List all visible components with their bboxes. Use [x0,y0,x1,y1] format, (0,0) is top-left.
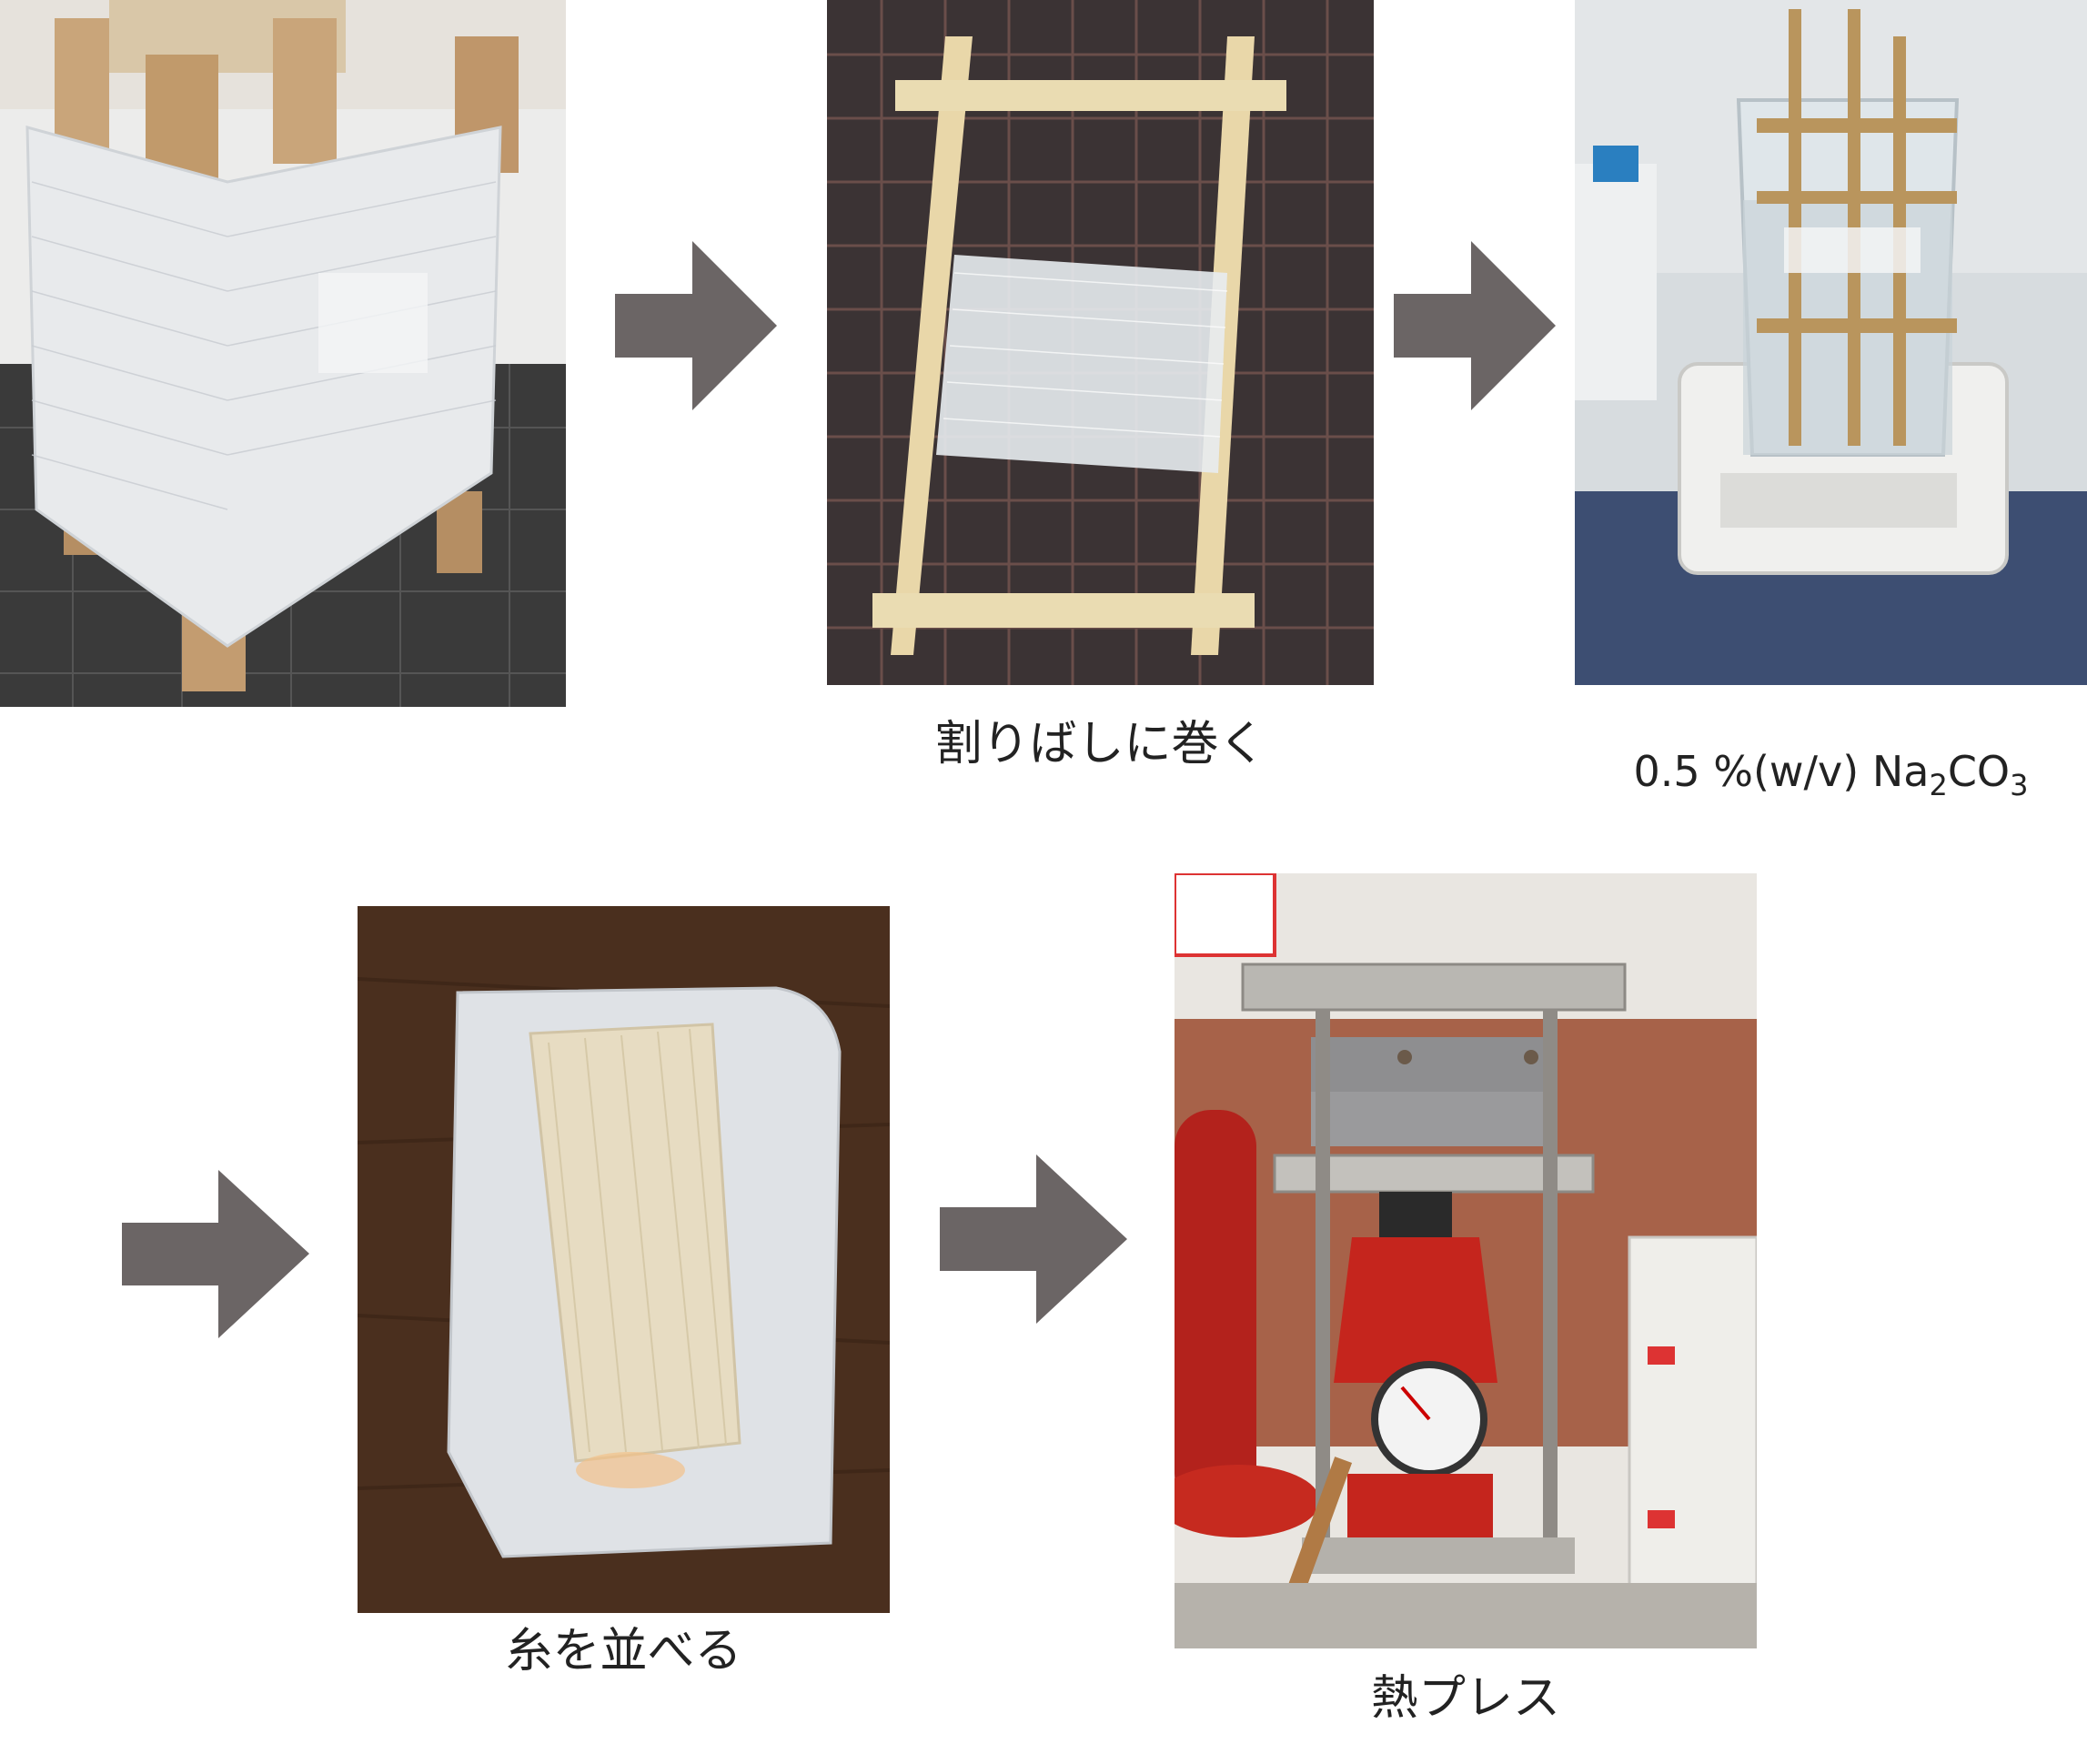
caption-chem-sub2: 3 [2010,768,2029,802]
caption-wind-on-chopsticks: 割りばしに巻く [934,717,1266,771]
photo-heat-press [1175,873,1757,1648]
arrow-right-4 [940,1154,1127,1324]
caption-chem-mid: CO [1947,747,2011,796]
arrow-right-1 [615,241,777,410]
caption-chem-sub1: 2 [1929,768,1948,802]
caption-chem-main: 0.5 %(w/v) Na [1633,747,1930,796]
arrow-right-2 [1394,241,1556,410]
photo-wound-silk-frame [0,0,566,707]
photo-beaker-degumming [1575,0,2087,685]
photo-aligned-threads [358,906,890,1613]
caption-heat-press: 熱プレス [1370,1671,1560,1726]
caption-sodium-carbonate-solution: 0.5 %(w/v) Na2CO3 [1575,744,2087,812]
arrow-right-3 [122,1170,309,1338]
photo-silk-on-chopsticks [827,0,1374,685]
caption-arrange-threads: 糸を並べる [505,1624,742,1678]
